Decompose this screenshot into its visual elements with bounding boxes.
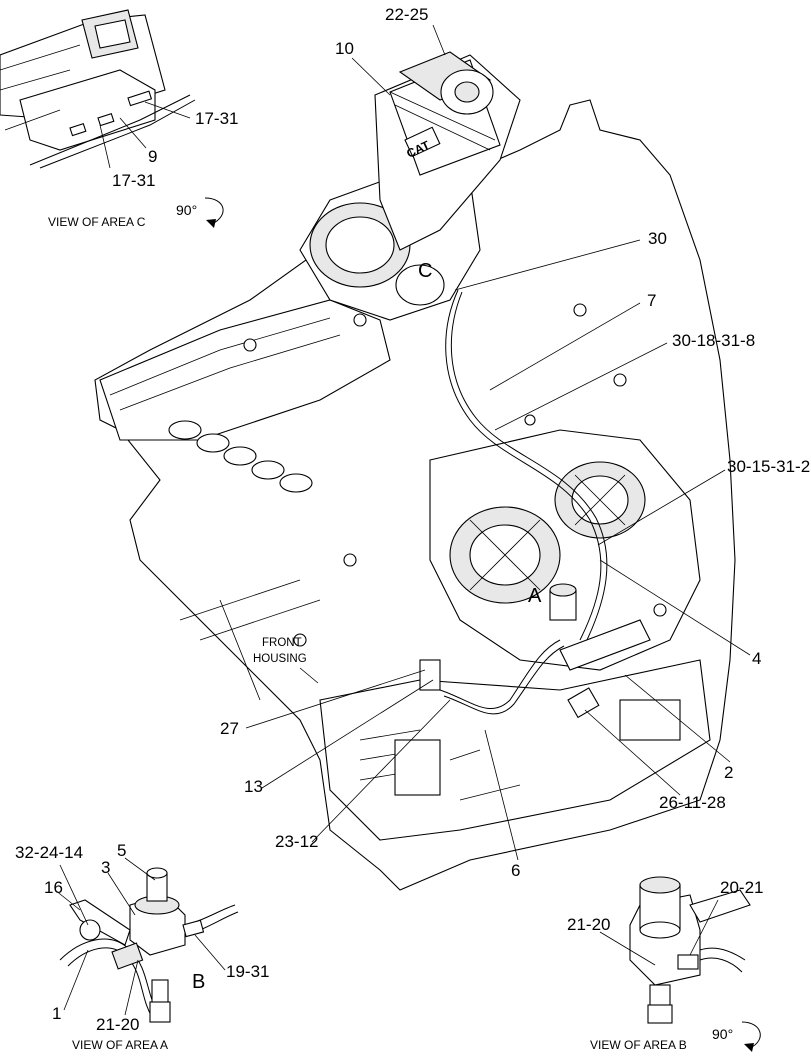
caption-view-of-area-a: VIEW OF AREA A xyxy=(72,1038,168,1052)
callout-30: 30 xyxy=(648,229,667,248)
leader-lines xyxy=(245,24,751,861)
callout-26-11-28: 26-11-28 xyxy=(659,793,726,812)
area-letter-a: A xyxy=(528,585,542,607)
label-housing: HOUSING xyxy=(253,653,307,665)
callout-32-24-14: 32-24-14 xyxy=(15,843,83,862)
callout-19-31: 19-31 xyxy=(226,962,269,981)
engine-assembly: CAT xyxy=(94,51,736,891)
area-letter-c: C xyxy=(418,260,432,282)
callout-22-25: 22-25 xyxy=(385,5,428,24)
rotation-label-b: 90° xyxy=(712,1026,733,1042)
callout-7: 7 xyxy=(647,291,656,310)
detail-view-b: 21-20 20-21 VIEW OF AREA B 90° xyxy=(567,876,763,1052)
caption-view-of-area-c: VIEW OF AREA C xyxy=(48,215,146,229)
callout-23-12: 23-12 xyxy=(275,832,318,851)
callout-2: 2 xyxy=(724,763,733,782)
label-front: FRONT xyxy=(262,637,302,649)
callout-1: 1 xyxy=(52,1004,61,1023)
callout-21-20-a: 21-20 xyxy=(96,1015,139,1034)
callout-27: 27 xyxy=(220,719,239,738)
callout-17-31-b: 17-31 xyxy=(112,171,155,190)
callout-13: 13 xyxy=(244,777,263,796)
area-letter-b: B xyxy=(192,971,205,993)
callout-4: 4 xyxy=(752,649,761,668)
callout-16: 16 xyxy=(44,878,63,897)
callout-21-20-b: 21-20 xyxy=(567,915,610,934)
caption-view-of-area-b: VIEW OF AREA B xyxy=(590,1038,687,1052)
detail-view-a: 32-24-14 5 3 16 19-31 1 21-20 B VIEW OF … xyxy=(15,841,269,1052)
callout-17-31-a: 17-31 xyxy=(195,109,238,128)
callout-5: 5 xyxy=(117,841,126,860)
callout-3: 3 xyxy=(101,858,110,877)
callout-6: 6 xyxy=(511,861,520,880)
callout-10: 10 xyxy=(335,39,354,58)
rotate-arrow-icon xyxy=(204,197,224,225)
rotation-label-c: 90° xyxy=(176,202,197,218)
callout-20-21: 20-21 xyxy=(720,878,763,897)
callout-9: 9 xyxy=(148,147,157,166)
callout-30-18-31-8: 30-18-31-8 xyxy=(672,331,755,350)
rotate-arrow-icon xyxy=(741,1021,761,1049)
callout-30-15-31-29: 30-15-31-29 xyxy=(727,457,811,476)
detail-view-c: 17-31 9 17-31 VIEW OF AREA C 90° xyxy=(0,9,238,229)
